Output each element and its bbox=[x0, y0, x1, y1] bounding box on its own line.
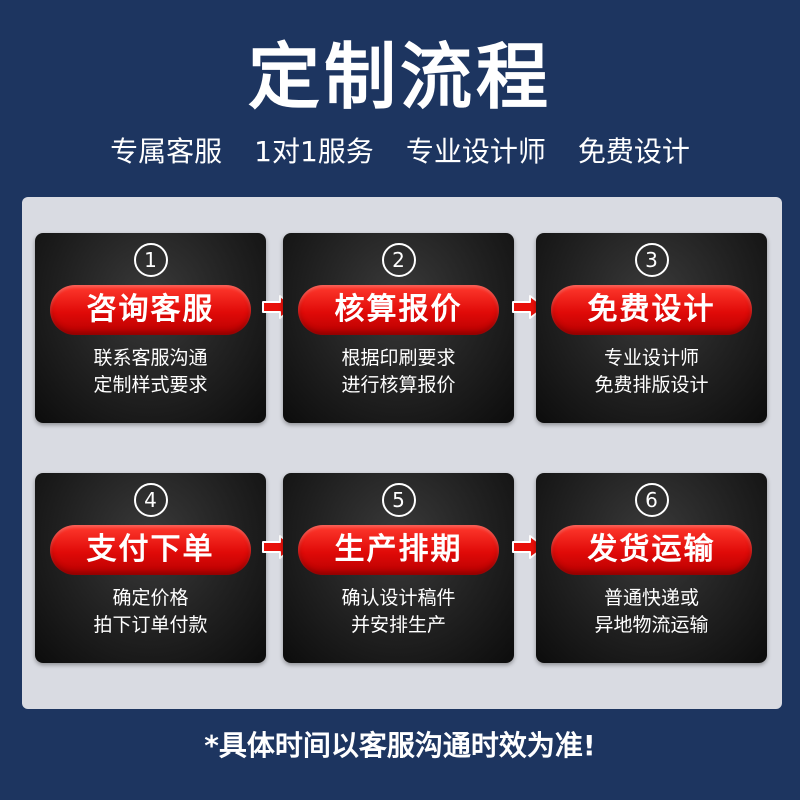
step-card-6: 6 发货运输 普通快递或 异地物流运输 bbox=[536, 473, 767, 663]
step-number: 1 bbox=[133, 243, 168, 277]
step-label: 支付下单 bbox=[50, 525, 251, 575]
step-number: 2 bbox=[381, 243, 416, 277]
step-description-line: 并安排生产 bbox=[350, 614, 446, 636]
subtitle-item: 专业设计师 bbox=[405, 135, 546, 168]
step-card-2: 2 核算报价 根据印刷要求 进行核算报价 bbox=[283, 233, 514, 423]
step-description-line: 普通快递或 bbox=[603, 587, 699, 609]
step-number: 6 bbox=[634, 483, 669, 517]
step-description: 确认设计稿件 并安排生产 bbox=[283, 585, 514, 639]
step-number: 4 bbox=[133, 483, 168, 517]
step-description-line: 定制样式要求 bbox=[93, 374, 208, 396]
step-label: 生产排期 bbox=[298, 525, 499, 575]
step-label: 咨询客服 bbox=[50, 285, 251, 335]
step-description-line: 异地物流运输 bbox=[594, 614, 709, 636]
step-description-line: 免费排版设计 bbox=[594, 374, 709, 396]
step-description-line: 进行核算报价 bbox=[341, 374, 456, 396]
step-description-line: 确定价格 bbox=[112, 587, 189, 609]
step-label: 核算报价 bbox=[298, 285, 499, 335]
process-panel: 1 咨询客服 联系客服沟通 定制样式要求 2 核算报价 根据印刷要求 进行核算报… bbox=[22, 197, 782, 709]
step-card-4: 4 支付下单 确定价格 拍下订单付款 bbox=[35, 473, 266, 663]
step-label: 免费设计 bbox=[551, 285, 752, 335]
footnote: *具体时间以客服沟通时效为准! bbox=[204, 729, 596, 762]
subtitle-bar: 专属客服 1对1服务 专业设计师 免费设计 bbox=[0, 132, 800, 172]
step-card-3: 3 免费设计 专业设计师 免费排版设计 bbox=[536, 233, 767, 423]
step-description: 专业设计师 免费排版设计 bbox=[536, 345, 767, 399]
step-description: 普通快递或 异地物流运输 bbox=[536, 585, 767, 639]
step-description-line: 联系客服沟通 bbox=[93, 347, 208, 369]
step-description: 根据印刷要求 进行核算报价 bbox=[283, 345, 514, 399]
step-description-line: 专业设计师 bbox=[603, 347, 699, 369]
step-description: 联系客服沟通 定制样式要求 bbox=[35, 345, 266, 399]
step-card-1: 1 咨询客服 联系客服沟通 定制样式要求 bbox=[35, 233, 266, 423]
subtitle-item: 免费设计 bbox=[577, 135, 690, 168]
subtitle-item: 专属客服 bbox=[110, 135, 223, 168]
step-number: 3 bbox=[634, 243, 669, 277]
step-label: 发货运输 bbox=[551, 525, 752, 575]
step-description-line: 拍下订单付款 bbox=[93, 614, 208, 636]
step-description-line: 根据印刷要求 bbox=[341, 347, 456, 369]
subtitle-item: 1对1服务 bbox=[254, 135, 374, 168]
step-description: 确定价格 拍下订单付款 bbox=[35, 585, 266, 639]
step-description-line: 确认设计稿件 bbox=[341, 587, 456, 609]
step-card-5: 5 生产排期 确认设计稿件 并安排生产 bbox=[283, 473, 514, 663]
page-title: 定制流程 bbox=[247, 35, 552, 119]
step-number: 5 bbox=[381, 483, 416, 517]
